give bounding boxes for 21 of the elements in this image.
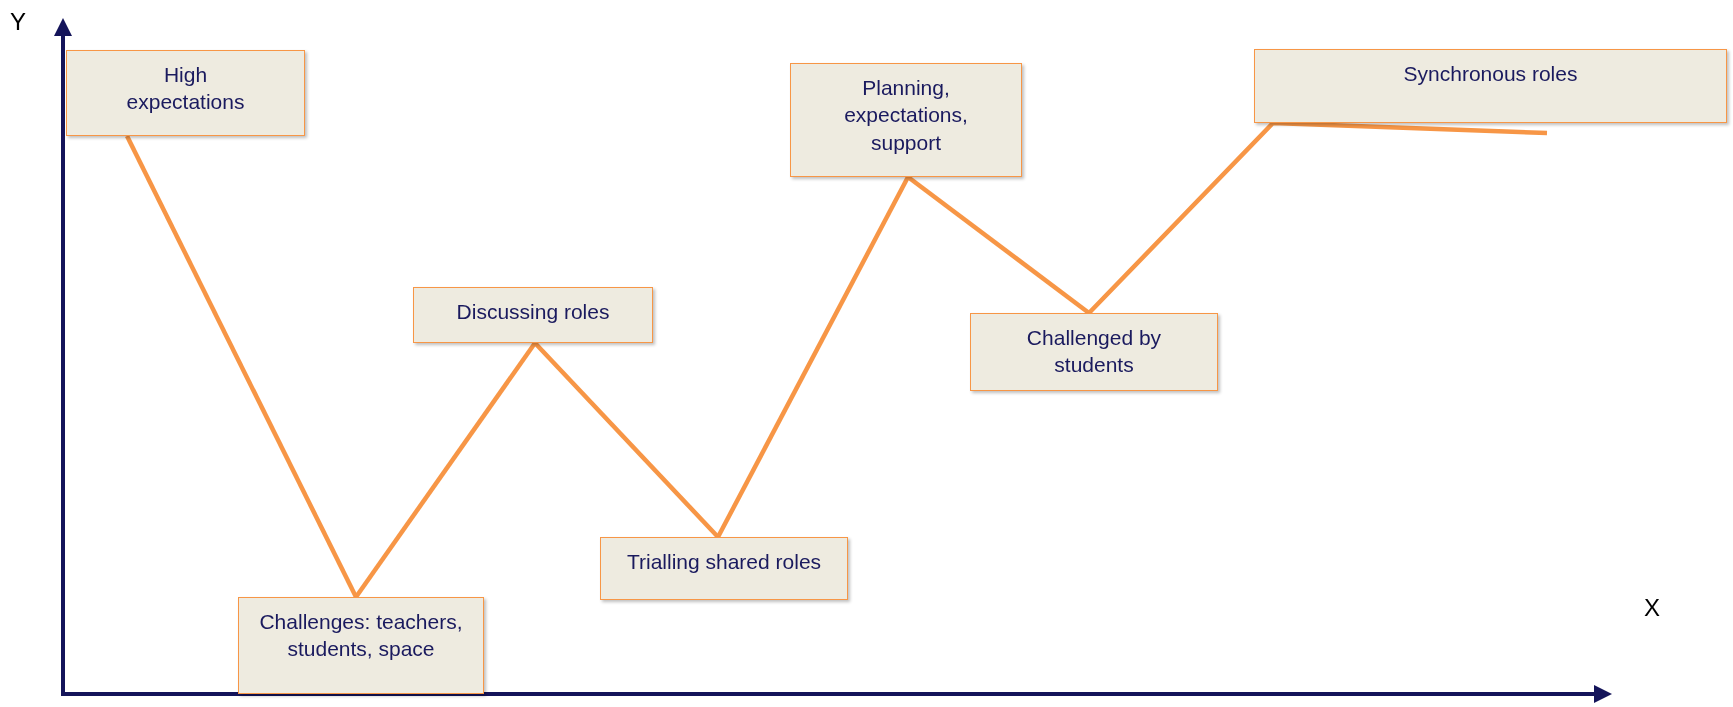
stage-box [238, 597, 484, 694]
stage-box [970, 313, 1218, 391]
trend-line [533, 341, 720, 539]
stage-label: Trialling shared roles [626, 549, 822, 575]
stage-label: Challenges: teachers, students, space [258, 609, 464, 663]
stage-box [790, 63, 1022, 177]
axis-label: Y [10, 8, 26, 36]
stage-label: Synchronous roles [1403, 61, 1578, 87]
stage-box [66, 50, 305, 136]
stage-box [1254, 49, 1727, 123]
stage-label: High expectations [125, 62, 246, 116]
stage-label: Discussing roles [456, 299, 610, 325]
trend-line [716, 175, 910, 539]
stage-label: Challenged by students [1025, 325, 1163, 379]
trend-line [354, 341, 537, 599]
stage-box [600, 537, 848, 600]
axis-label: X [1644, 594, 1660, 622]
stage-box [413, 287, 653, 343]
trend-line [906, 175, 1091, 315]
trend-line [125, 135, 358, 598]
stage-label: Planning, expectations, support [843, 75, 969, 156]
